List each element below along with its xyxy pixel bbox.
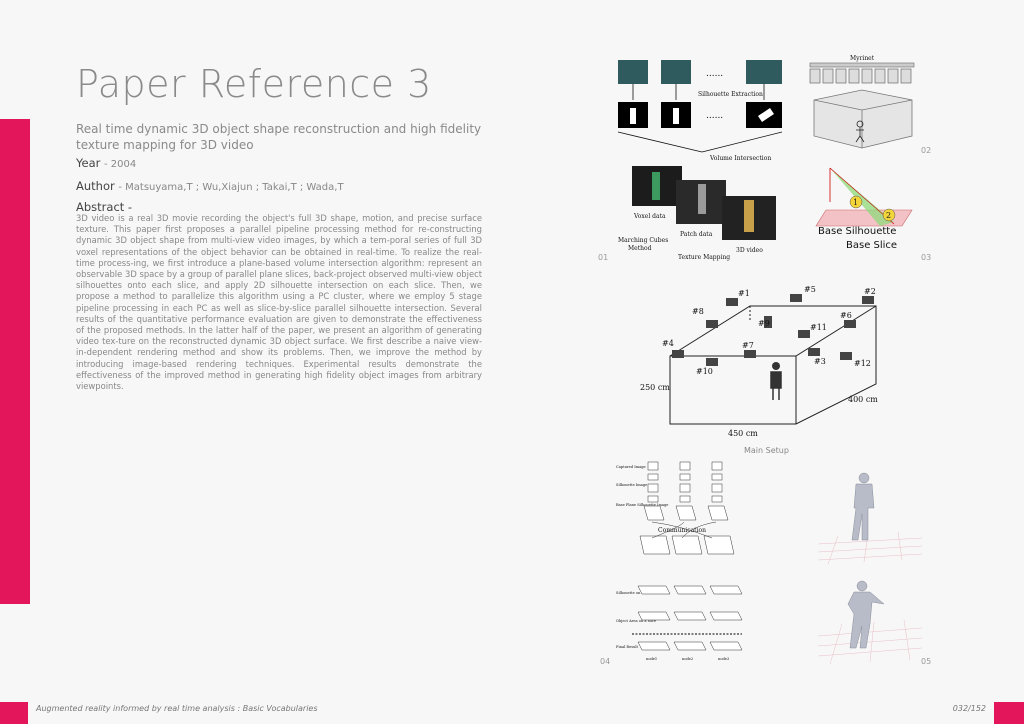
svg-text:node1: node1 [646, 657, 657, 661]
svg-text:2: 2 [886, 211, 891, 220]
svg-text:250 cm: 250 cm [640, 383, 670, 392]
svg-text:400 cm: 400 cm [848, 395, 878, 404]
svg-text:Patch data: Patch data [680, 231, 713, 238]
pipeline-diagram: ...... Silhouette Extraction ...... Volu… [617, 60, 783, 261]
svg-text:Texture Mapping: Texture Mapping [678, 254, 730, 261]
svg-text:Voxel data: Voxel data [633, 213, 666, 220]
footer-accent-left [0, 702, 28, 724]
parallel-pipeline-diagram: Captured Image Silhouette Image Base Pla… [616, 461, 743, 661]
abstract-heading: Abstract - [76, 200, 133, 214]
svg-text:Object Area on a slice: Object Area on a slice [616, 619, 656, 623]
accent-bar [0, 119, 30, 604]
svg-text:Silhouette Image: Silhouette Image [616, 483, 647, 487]
plane-intersection-diagram: 1 2 Base Silhouette Base Slice [815, 167, 913, 251]
svg-text:450 cm: 450 cm [728, 429, 758, 438]
year-value: - 2004 [104, 159, 137, 170]
svg-text:Base Slice: Base Slice [846, 240, 897, 251]
svg-text:......: ...... [706, 69, 723, 79]
author-label: Author [76, 179, 115, 193]
abstract-text: 3D video is a real 3D movie recording th… [76, 213, 482, 392]
pc-cluster-diagram: Myrinet [809, 55, 915, 149]
svg-text:Final Result: Final Result [616, 645, 639, 649]
figure-02: Myrinet [804, 52, 922, 152]
rendered-figures [817, 472, 923, 665]
year-label: Year [76, 156, 101, 170]
main-setup-figure: #1 #2 #3 #4 #5 #6 #7 #8 #9 #10 #11 #12 2… [640, 284, 890, 440]
svg-text:Volume Intersection: Volume Intersection [709, 155, 771, 162]
svg-text:node2: node2 [682, 657, 693, 661]
svg-text:Communication: Communication [658, 527, 706, 534]
figure-03: 1 2 Base Silhouette Base Slice [812, 162, 924, 256]
studio-setup-diagram: #1 #2 #3 #4 #5 #6 #7 #8 #9 #10 #11 #12 2… [640, 285, 878, 438]
figure-caption: Main Setup [744, 446, 789, 455]
svg-text:node3: node3 [718, 657, 730, 661]
svg-text:Base Plane Silhouette Image: Base Plane Silhouette Image [616, 503, 668, 507]
svg-text:#5: #5 [804, 285, 816, 294]
svg-text:Base Silhouette: Base Silhouette [818, 226, 896, 237]
year-row: Year - 2004 [76, 156, 136, 170]
svg-text:Silhouette on a slice: Silhouette on a slice [616, 591, 653, 595]
svg-text:Silhouette Extraction: Silhouette Extraction [698, 91, 763, 98]
svg-text:#9: #9 [758, 319, 770, 328]
figure-number-04: 04 [600, 657, 611, 666]
svg-text:#1: #1 [738, 289, 750, 298]
svg-text:Marching Cubes: Marching Cubes [618, 237, 668, 244]
svg-text:Captured Image: Captured Image [616, 465, 646, 469]
svg-text:#10: #10 [696, 367, 713, 376]
svg-text:#6: #6 [840, 311, 852, 320]
paper-title: Real time dynamic 3D object shape recons… [76, 122, 482, 152]
svg-text:#12: #12 [854, 359, 871, 368]
footer-accent-right [994, 702, 1024, 724]
svg-text:#2: #2 [864, 287, 876, 296]
figure-number-03: 03 [921, 253, 932, 262]
footer-text: Augmented reality informed by real time … [36, 704, 318, 713]
figure-04: Captured Image Silhouette Image Base Pla… [612, 460, 754, 664]
svg-text:#3: #3 [814, 357, 826, 366]
figure-number-02: 02 [921, 146, 932, 155]
svg-text:Myrinet: Myrinet [850, 55, 875, 62]
svg-text:......: ...... [706, 111, 723, 121]
svg-text:#4: #4 [662, 339, 674, 348]
svg-text:1: 1 [853, 198, 858, 207]
svg-text:Method: Method [628, 245, 652, 252]
figure-01: ...... Silhouette Extraction ...... Volu… [606, 56, 794, 262]
svg-text:#11: #11 [810, 323, 827, 332]
figure-number-01: 01 [598, 253, 609, 262]
page-number: 032/152 [952, 704, 986, 713]
author-row: Author - Matsuyama,T ; Wu,Xiajun ; Takai… [76, 179, 344, 193]
svg-text:#8: #8 [692, 307, 704, 316]
svg-text:#7: #7 [742, 341, 754, 350]
figure-number-05: 05 [921, 657, 932, 666]
svg-text:3D video: 3D video [736, 247, 763, 254]
page-title: Paper Reference 3 [76, 62, 432, 106]
author-value: - Matsuyama,T ; Wu,Xiajun ; Takai,T ; Wa… [118, 182, 344, 193]
figure-05 [817, 464, 923, 668]
